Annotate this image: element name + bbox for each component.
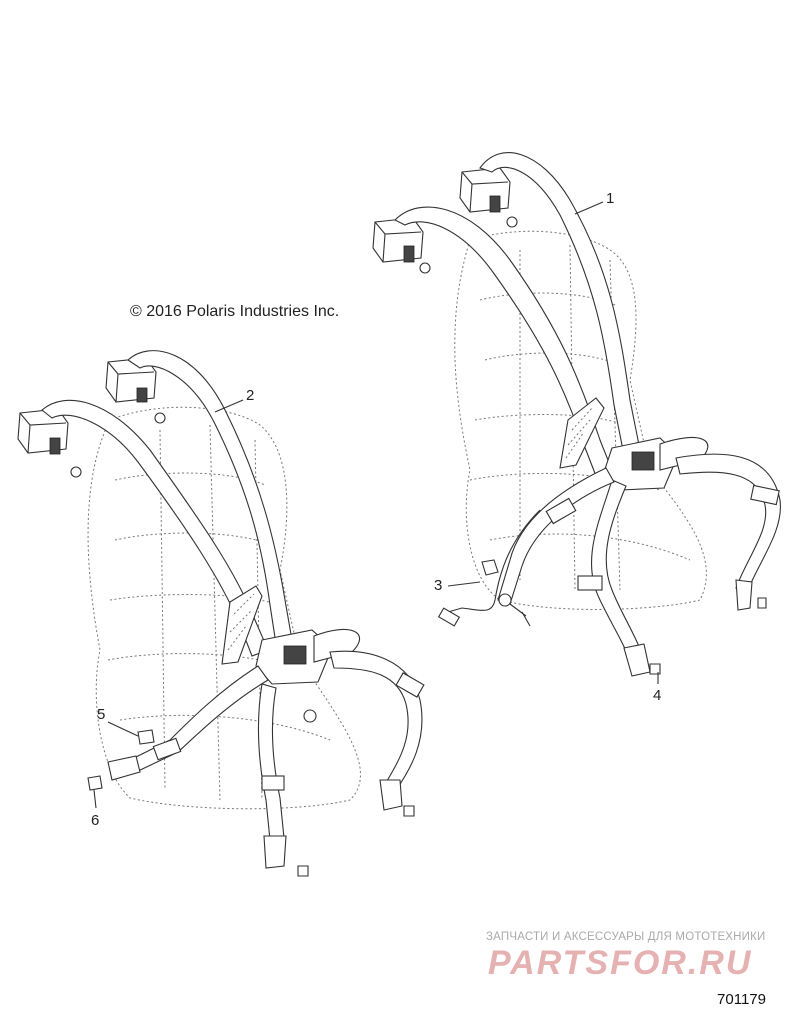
harness-assembly-left — [17, 350, 425, 877]
lap-belt-left-center — [257, 683, 285, 841]
callout-2: 2 — [246, 387, 255, 404]
lap-belt-right-center — [591, 479, 643, 661]
retractor-left-front — [17, 408, 82, 478]
retractor-right-front — [372, 217, 431, 274]
copyright-notice: © 2016 Polaris Industries Inc. — [130, 303, 340, 320]
callout-1: 1 — [606, 190, 615, 207]
callout-5: 5 — [97, 706, 106, 723]
harness-assembly-right — [372, 152, 781, 677]
callout-6: 6 — [91, 812, 100, 829]
sensor-wire — [447, 509, 541, 613]
watermark-subtitle: ЗАПЧАСТИ И АКСЕССУАРЫ ДЛЯ МОТОТЕХНИКИ — [486, 931, 766, 943]
watermark-logo: PARTSFOR.RU — [488, 944, 753, 982]
callout-3: 3 — [434, 577, 443, 594]
document-number: 701179 — [717, 991, 766, 1008]
leader-lines — [93, 201, 659, 809]
seat-outline-left — [87, 406, 361, 810]
callout-4: 4 — [653, 687, 662, 704]
shoulder-strap-right-2 — [394, 206, 613, 477]
retractor-right-back — [459, 167, 518, 228]
buckle-left — [255, 629, 333, 685]
lap-belt-left-side — [329, 650, 423, 791]
seat-outline-right — [454, 230, 707, 610]
retractor-left-back — [105, 357, 166, 424]
lap-belt-right-side — [675, 453, 781, 591]
